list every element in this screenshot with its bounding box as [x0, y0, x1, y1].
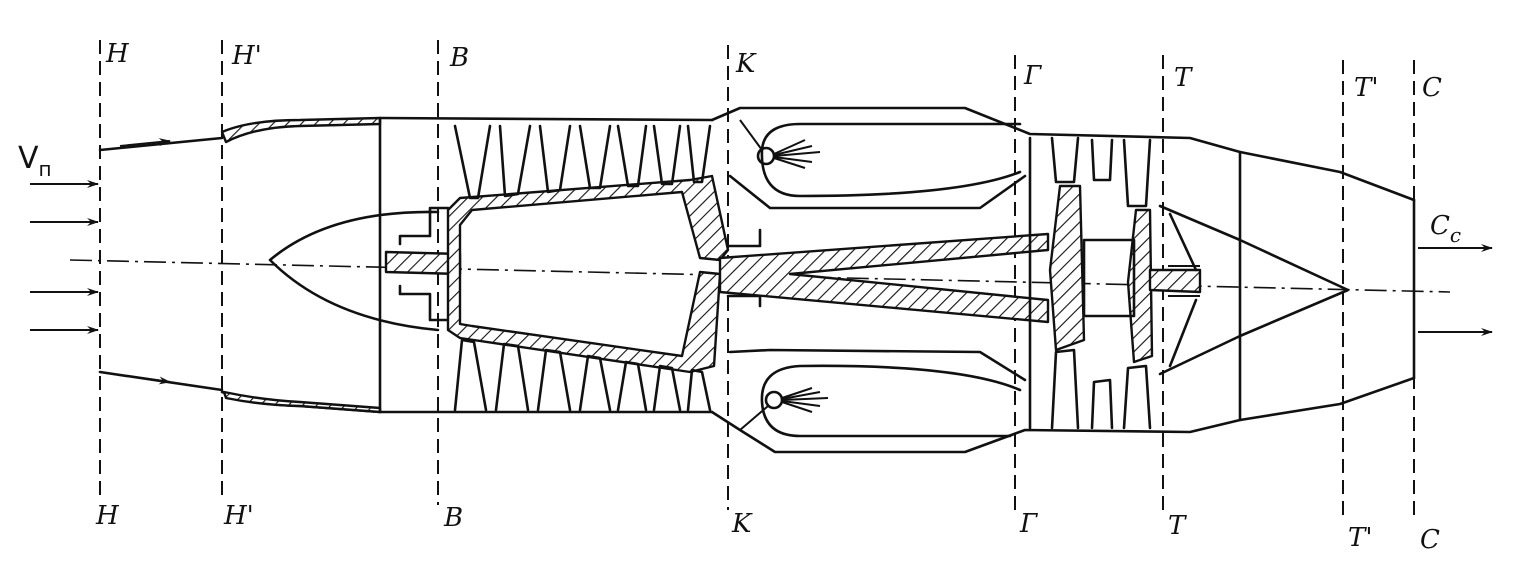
spinner [268, 210, 440, 332]
section-labels-top: H H' B K Г T T' C [105, 39, 1442, 103]
turbine-blade-top-2 [1122, 138, 1152, 208]
injector-arm-top [739, 119, 763, 151]
turbine-vane-top [1090, 138, 1114, 182]
turbine-blade-bottom-1 [1050, 348, 1080, 430]
turbine-blade-top-1 [1050, 136, 1080, 184]
combustor-top [728, 119, 1027, 210]
stream-tube [98, 136, 224, 392]
mid-bearing-bottom [726, 294, 762, 308]
turbine-disc-1 [1048, 184, 1086, 352]
turbine-blade-bottom-2 [1122, 364, 1152, 430]
label-c-top: C [1422, 73, 1442, 103]
label-t1-top: T' [1354, 73, 1379, 103]
label-t1-bottom: T' [1348, 523, 1373, 553]
turbine-spacer [1082, 238, 1136, 318]
label-t-top: T [1174, 63, 1193, 93]
label-g-bottom: Г [1019, 509, 1038, 539]
stream-arrow-top [119, 138, 171, 147]
label-h-bottom: H [95, 501, 120, 531]
label-b-bottom: B [443, 503, 463, 533]
spray-bottom [781, 387, 829, 413]
engine-casing [220, 106, 1416, 454]
flame-tube-top [760, 122, 1022, 198]
casing-top-compressor [378, 116, 714, 122]
turbine-disc-2 [1126, 208, 1154, 364]
flame-tube-bottom [760, 364, 1022, 438]
combustor-inner-wall-bottom [728, 348, 1027, 382]
inlet-velocity-label: Vп [18, 141, 52, 181]
main-shaft [718, 232, 1050, 324]
combustor-bottom [728, 348, 1027, 438]
blade-bottom-3 [536, 348, 572, 412]
blade-top-4 [578, 124, 612, 190]
label-h1-bottom: H' [223, 501, 254, 531]
combustor-inner-wall-top [728, 174, 1027, 210]
engine-axis [69, 259, 1451, 293]
blade-bottom-2 [494, 342, 530, 412]
fuel-injector-bottom [764, 390, 784, 410]
label-t-bottom: T [1168, 511, 1187, 541]
inlet-flow-arrows: Vп [18, 141, 99, 334]
compressor-drum [446, 174, 730, 374]
cone-strut-top [1168, 212, 1198, 272]
bearing-support-top [398, 206, 450, 246]
blade-bottom-1 [453, 338, 488, 412]
spray-top [773, 139, 821, 169]
casing-bottom-rear [710, 376, 1416, 454]
blade-bottom-5 [616, 360, 648, 412]
injector-arm-bottom [739, 405, 769, 431]
exit-flow: Cc [1418, 211, 1493, 336]
label-b-top: B [449, 43, 469, 73]
blade-top-7 [686, 124, 712, 184]
blade-bottom-7 [686, 368, 712, 412]
blade-top-5 [616, 124, 648, 188]
stream-line-top [98, 136, 224, 152]
label-c-bottom: C [1420, 525, 1440, 555]
mid-bearing-top [726, 228, 762, 248]
blade-top-1 [453, 124, 492, 200]
label-k-bottom: K [731, 509, 753, 539]
exhaust-cone [1158, 204, 1350, 376]
turbine [1028, 136, 1154, 430]
casing-top-rear [710, 106, 1416, 202]
fuel-injector-top [756, 146, 776, 166]
cone-strut-bottom [1168, 298, 1198, 368]
rear-shaft-journal [1148, 268, 1202, 294]
compressor-blades-top [453, 124, 712, 200]
turbine-vane-bottom [1090, 378, 1114, 430]
blade-top-2 [498, 124, 532, 198]
compressor-blades-bottom [453, 338, 712, 412]
stream-arrow-bottom [119, 374, 171, 385]
blade-bottom-6 [652, 364, 682, 412]
blade-bottom-4 [578, 354, 612, 412]
exit-velocity-label: Cc [1430, 211, 1461, 247]
label-h-top: H [105, 39, 130, 69]
section-labels-bottom: H H' B K Г T T' C [95, 501, 1440, 555]
inlet-lip-top [220, 116, 382, 144]
inlet-lip-bottom [222, 390, 382, 414]
bearing-support-bottom [398, 284, 450, 322]
blade-top-3 [538, 124, 572, 194]
label-k-top: K [735, 49, 757, 79]
label-h1-top: H' [231, 41, 262, 71]
blade-top-6 [652, 124, 682, 186]
label-g-top: Г [1023, 61, 1042, 91]
